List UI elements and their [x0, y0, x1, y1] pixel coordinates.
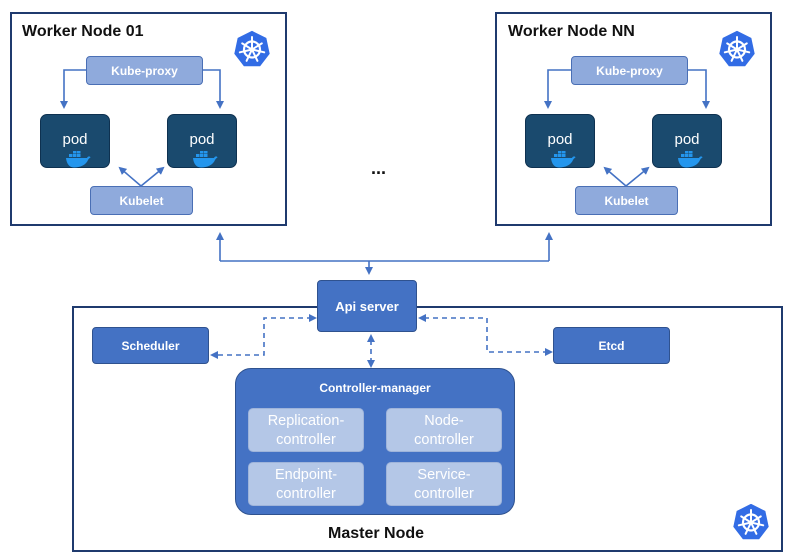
pod-box: pod: [525, 114, 595, 168]
controller-label-line1: Service-: [417, 467, 471, 483]
controller-label-line1: Node-: [424, 413, 464, 429]
replication-controller-box: Replication- controller: [248, 408, 364, 452]
pod-label: pod: [189, 131, 215, 148]
kubernetes-icon: [730, 501, 772, 543]
docker-whale-icon: [551, 151, 576, 168]
pod-box: pod: [40, 114, 110, 168]
controller-label-line2: controller: [414, 486, 474, 502]
etcd-box: Etcd: [553, 327, 670, 364]
pod-box: pod: [167, 114, 237, 168]
worker-node-nn-title: Worker Node NN: [508, 23, 635, 40]
docker-whale-icon: [193, 151, 218, 168]
controller-label-line1: Replication-: [267, 413, 345, 429]
docker-whale-icon: [678, 151, 703, 168]
kube-proxy-box: Kube-proxy: [86, 56, 203, 85]
kube-proxy-box: Kube-proxy: [571, 56, 688, 85]
controller-label-line2: controller: [276, 432, 336, 448]
worker-node-01-title: Worker Node 01: [22, 23, 144, 40]
controller-label-line1: Endpoint-: [274, 467, 338, 483]
controller-manager-title: Controller-manager: [319, 381, 431, 395]
api-server-box: Api server: [317, 280, 417, 332]
master-node-title: Master Node: [328, 525, 425, 542]
scheduler-box: Scheduler: [92, 327, 209, 364]
kubernetes-icon-svg: [717, 29, 757, 68]
kubernetes-icon: [231, 28, 273, 70]
endpoint-controller-box: Endpoint- controller: [248, 462, 364, 506]
pod-label: pod: [674, 131, 700, 148]
docker-whale-icon: [66, 151, 91, 168]
controller-label-line2: controller: [276, 486, 336, 502]
kubelet-box: Kubelet: [575, 186, 678, 215]
ellipsis: ...: [371, 158, 387, 178]
kubernetes-icon-svg: [731, 502, 771, 541]
pod-label: pod: [62, 131, 88, 148]
service-controller-box: Service- controller: [386, 462, 502, 506]
kubernetes-icon: [716, 28, 758, 70]
kubernetes-icon-svg: [232, 29, 272, 68]
pod-box: pod: [652, 114, 722, 168]
node-controller-box: Node- controller: [386, 408, 502, 452]
controller-label-line2: controller: [414, 432, 474, 448]
kubelet-box: Kubelet: [90, 186, 193, 215]
pod-label: pod: [547, 131, 573, 148]
